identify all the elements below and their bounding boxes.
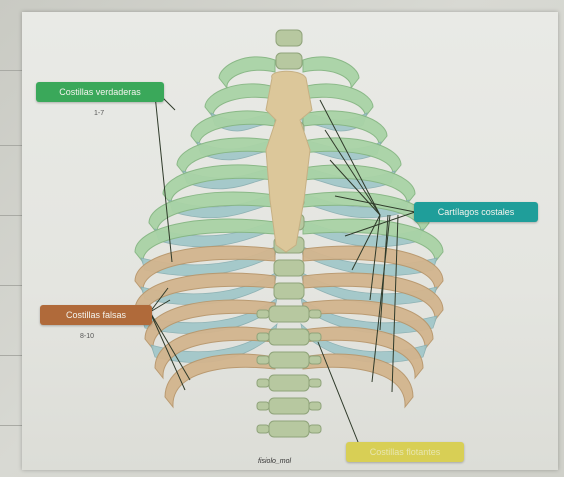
label-false-ribs-range: 8-10	[80, 333, 94, 340]
rib	[219, 57, 275, 88]
vertebra	[269, 398, 309, 414]
vertebra	[274, 260, 304, 276]
vertebra	[269, 329, 309, 345]
rib	[303, 57, 359, 88]
vertebra-process	[309, 356, 321, 364]
vertebra	[269, 352, 309, 368]
vertebra-process	[309, 402, 321, 410]
vertebra-process	[257, 333, 269, 341]
vertebra	[276, 53, 302, 69]
vertebra-process	[257, 356, 269, 364]
vertebra	[269, 375, 309, 391]
vertebra-process	[309, 310, 321, 318]
vertebra	[276, 30, 302, 46]
illustration-credit: fisiolo_mol	[258, 458, 291, 465]
vertebra-process	[257, 425, 269, 433]
vertebra	[269, 421, 309, 437]
vertebra-process	[309, 379, 321, 387]
vertebra-process	[309, 333, 321, 341]
vertebra	[269, 306, 309, 322]
vertebra	[274, 283, 304, 299]
vertebra-process	[257, 310, 269, 318]
label-costal-cartilages: Cartílagos costales	[414, 202, 538, 222]
label-floating-ribs: Costillas flotantes	[346, 442, 464, 462]
vertebra-process	[309, 425, 321, 433]
vertebra-process	[257, 402, 269, 410]
label-true-ribs-range: 1-7	[94, 110, 104, 117]
label-true-ribs: Costillas verdaderas	[36, 82, 164, 102]
vertebra-process	[257, 379, 269, 387]
label-false-ribs: Costillas falsas	[40, 305, 152, 325]
